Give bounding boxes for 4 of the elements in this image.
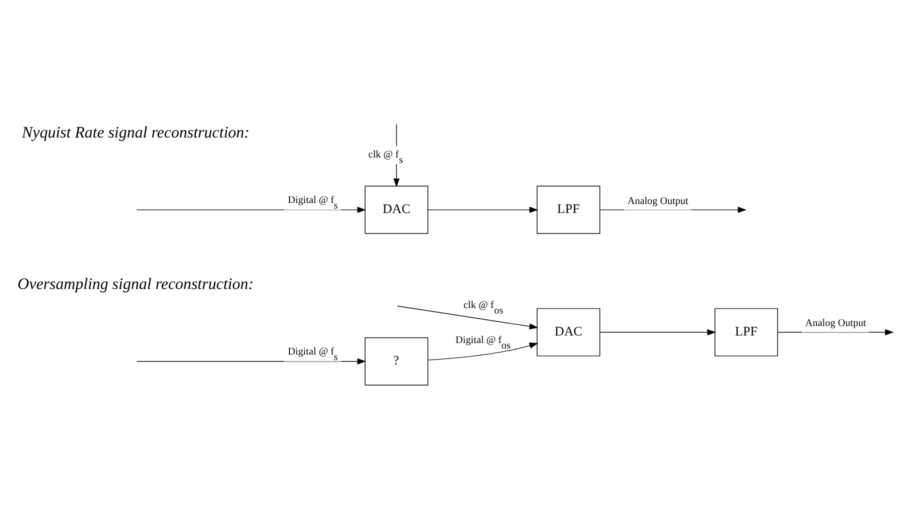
edge-label: Analog Output bbox=[628, 196, 688, 207]
edge-label: Analog Output bbox=[805, 318, 866, 330]
label: Nyquist Rate signal reconstruction: bbox=[22, 124, 250, 142]
label: Oversampling signal reconstruction: bbox=[18, 276, 254, 293]
